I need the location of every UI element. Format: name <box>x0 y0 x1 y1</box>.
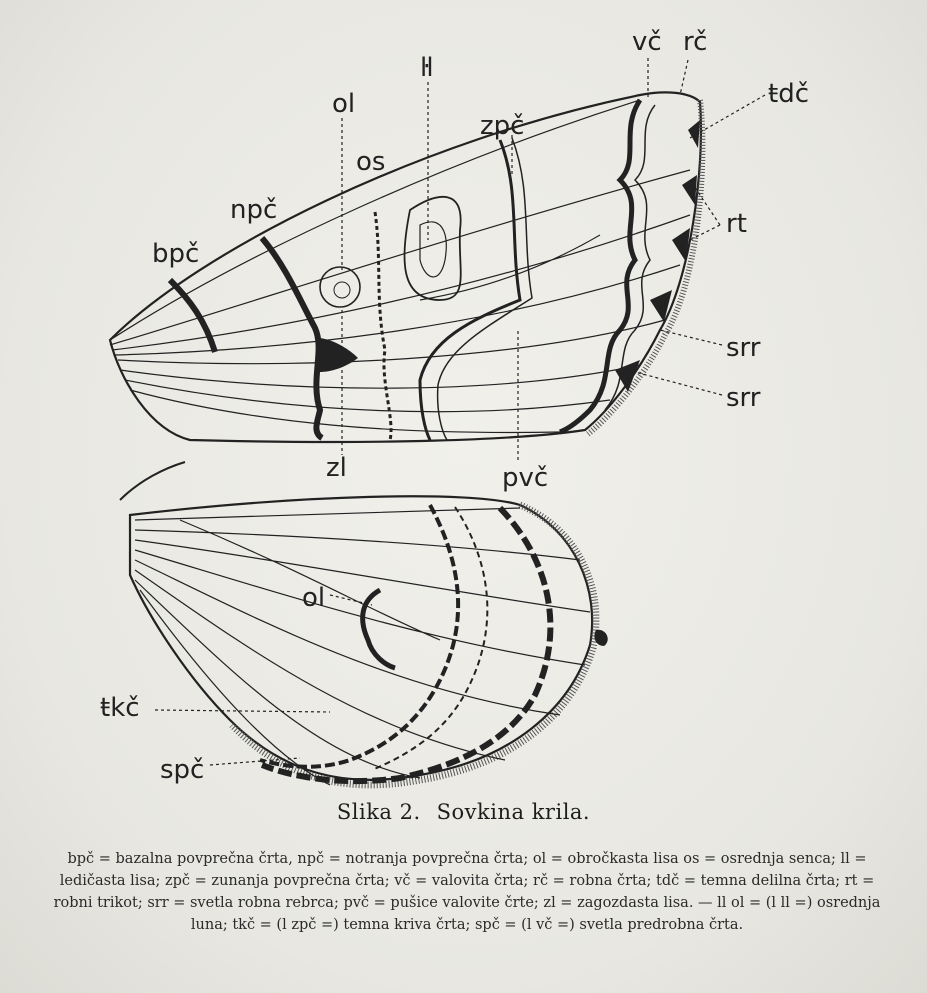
label-spc: spč <box>160 755 204 785</box>
label-bpc: bpč <box>152 239 199 269</box>
label-pvc: pvč <box>502 463 548 493</box>
figure-labels: vč rč ŧdč ol ŀl os zpč npč bpč rt srr sr… <box>100 27 809 785</box>
label-rt: rt <box>726 209 747 239</box>
dark-curved-line <box>260 505 458 767</box>
outer-line <box>420 140 520 440</box>
hindwing-fringe <box>232 505 596 785</box>
reniform-spot <box>404 197 460 300</box>
pale-subterminal-line <box>262 508 550 781</box>
caption-number: Slika 2. <box>337 800 421 824</box>
label-ol: ol <box>332 89 355 119</box>
label-zl: zl <box>326 453 347 483</box>
orbicular-spot <box>320 267 360 307</box>
median-shade <box>375 212 391 440</box>
claviform-spot <box>320 338 358 372</box>
label-vc: vč <box>632 27 662 57</box>
label-tkc: ŧkč <box>100 693 140 723</box>
label-rc: rč <box>683 27 707 57</box>
label-os: os <box>356 147 385 177</box>
hindwing <box>120 462 608 785</box>
figure-caption: Slika 2. Sovkina krila. <box>0 800 927 824</box>
label-srr-2: srr <box>726 383 761 413</box>
label-npc: npč <box>230 195 277 225</box>
label-zpc: zpč <box>480 111 524 141</box>
discal-spot <box>363 590 395 668</box>
label-tdc: ŧdč <box>768 79 809 109</box>
label-ol-hindwing: ol <box>302 583 325 613</box>
label-ll: ŀl <box>420 53 434 83</box>
figure-legend: bpč = bazalna povprečna črta, npč = notr… <box>52 848 882 936</box>
caption-title: Sovkina krila. <box>437 800 590 824</box>
inner-line <box>262 238 322 438</box>
moth-wings-illustration: vč rč ŧdč ol ŀl os zpč npč bpč rt srr sr… <box>0 0 927 800</box>
hindwing-veins <box>135 508 590 785</box>
label-srr-1: srr <box>726 333 761 363</box>
